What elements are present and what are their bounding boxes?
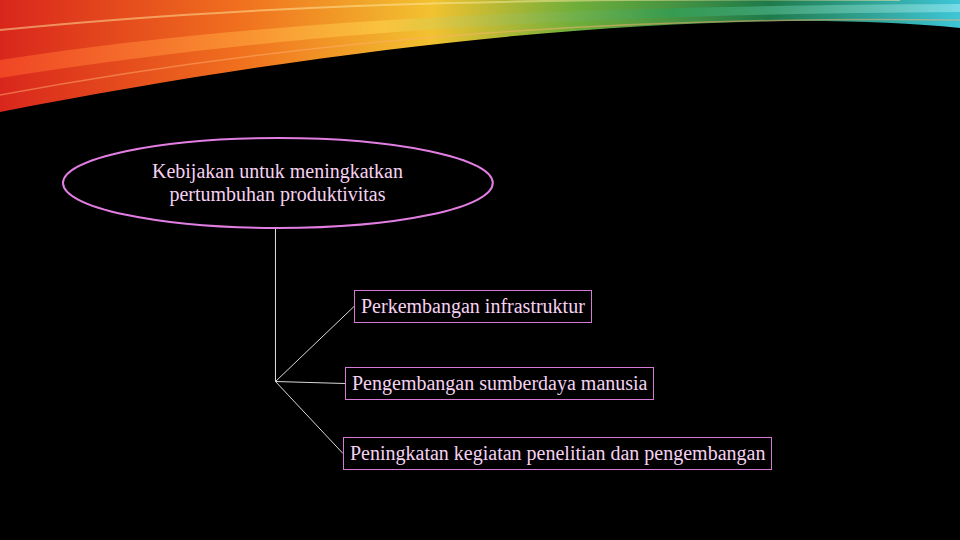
measure-label: Perkembangan infrastruktur bbox=[361, 295, 585, 318]
measure-box: Peningkatan kegiatan penelitian dan peng… bbox=[343, 437, 772, 470]
policy-ellipse: Kebijakan untuk meningkatkan pertumbuhan… bbox=[62, 137, 494, 229]
measure-label: Peningkatan kegiatan penelitian dan peng… bbox=[350, 442, 765, 465]
branch-connector bbox=[275, 229, 354, 382]
branch-connector bbox=[275, 229, 343, 454]
measure-label: Pengembangan sumberdaya manusia bbox=[352, 372, 647, 395]
policy-title: Kebijakan untuk meningkatkan pertumbuhan… bbox=[132, 160, 422, 206]
measure-box: Pengembangan sumberdaya manusia bbox=[345, 367, 654, 400]
measure-box: Perkembangan infrastruktur bbox=[354, 290, 592, 323]
branch-connector bbox=[275, 229, 345, 384]
